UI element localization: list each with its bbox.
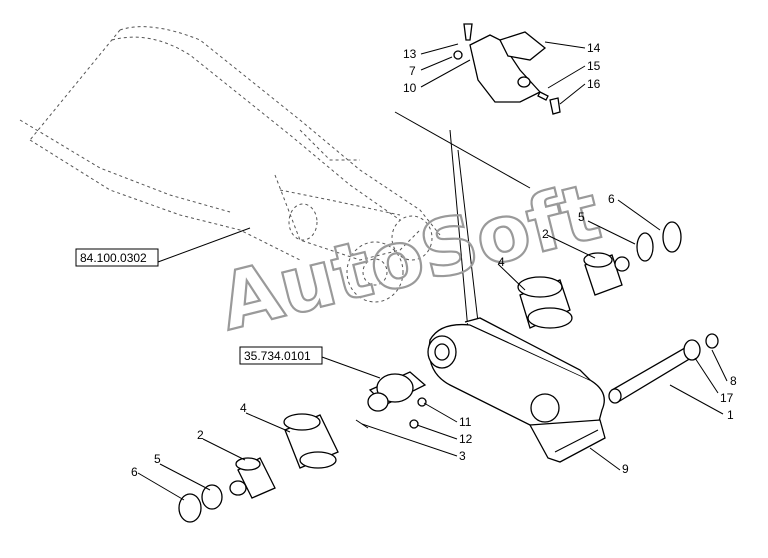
callout-16[interactable]: 16 [587, 77, 601, 91]
callouts: 13 7 10 14 15 16 6 5 2 4 8 17 1 9 11 12 … [131, 41, 737, 479]
callout-2-right[interactable]: 2 [542, 227, 549, 241]
guide-line-top [394, 111, 531, 189]
callout-4-right[interactable]: 4 [498, 255, 505, 269]
bushing-left [283, 413, 339, 469]
ring-5-right [636, 232, 654, 262]
spacer-right [583, 252, 630, 296]
callout-17[interactable]: 17 [720, 391, 734, 405]
reference-box-84[interactable]: 84.100.0302 [75, 227, 251, 267]
bracket-assembly [453, 23, 561, 115]
callout-7[interactable]: 7 [409, 64, 416, 78]
reference-label-35: 35.734.0101 [244, 349, 311, 363]
bushing-right [517, 276, 573, 329]
reference-box-35[interactable]: 35.734.0101 [239, 346, 381, 379]
callout-1[interactable]: 1 [727, 408, 734, 422]
ring-6-right [662, 221, 682, 253]
callout-8[interactable]: 8 [730, 374, 737, 388]
callout-11[interactable]: 11 [459, 415, 472, 429]
callout-12[interactable]: 12 [459, 432, 473, 446]
callout-5-right[interactable]: 5 [578, 210, 585, 224]
callout-2-left[interactable]: 2 [197, 428, 204, 442]
guide-line-vertical-a [449, 129, 469, 331]
callout-10[interactable]: 10 [403, 81, 417, 95]
callout-5-left[interactable]: 5 [154, 452, 161, 466]
callout-9[interactable]: 9 [622, 462, 629, 476]
callout-4-left[interactable]: 4 [240, 401, 247, 415]
guide-line-vertical-b [457, 149, 479, 323]
callout-15[interactable]: 15 [587, 59, 601, 73]
spacer-left [229, 457, 276, 499]
shaft-assembly-left [355, 371, 427, 429]
callout-14[interactable]: 14 [587, 41, 601, 55]
callout-3[interactable]: 3 [459, 449, 466, 463]
leader-lines [137, 41, 728, 501]
ring-5-left [201, 484, 223, 510]
pin-right [608, 333, 719, 404]
callout-6-left[interactable]: 6 [131, 465, 138, 479]
reference-label-84: 84.100.0302 [80, 251, 147, 265]
ring-6-left [178, 493, 202, 523]
callout-6-right[interactable]: 6 [608, 192, 615, 206]
link-arm [427, 317, 606, 463]
callout-13[interactable]: 13 [403, 47, 417, 61]
boom-arm-phantom [19, 26, 441, 303]
